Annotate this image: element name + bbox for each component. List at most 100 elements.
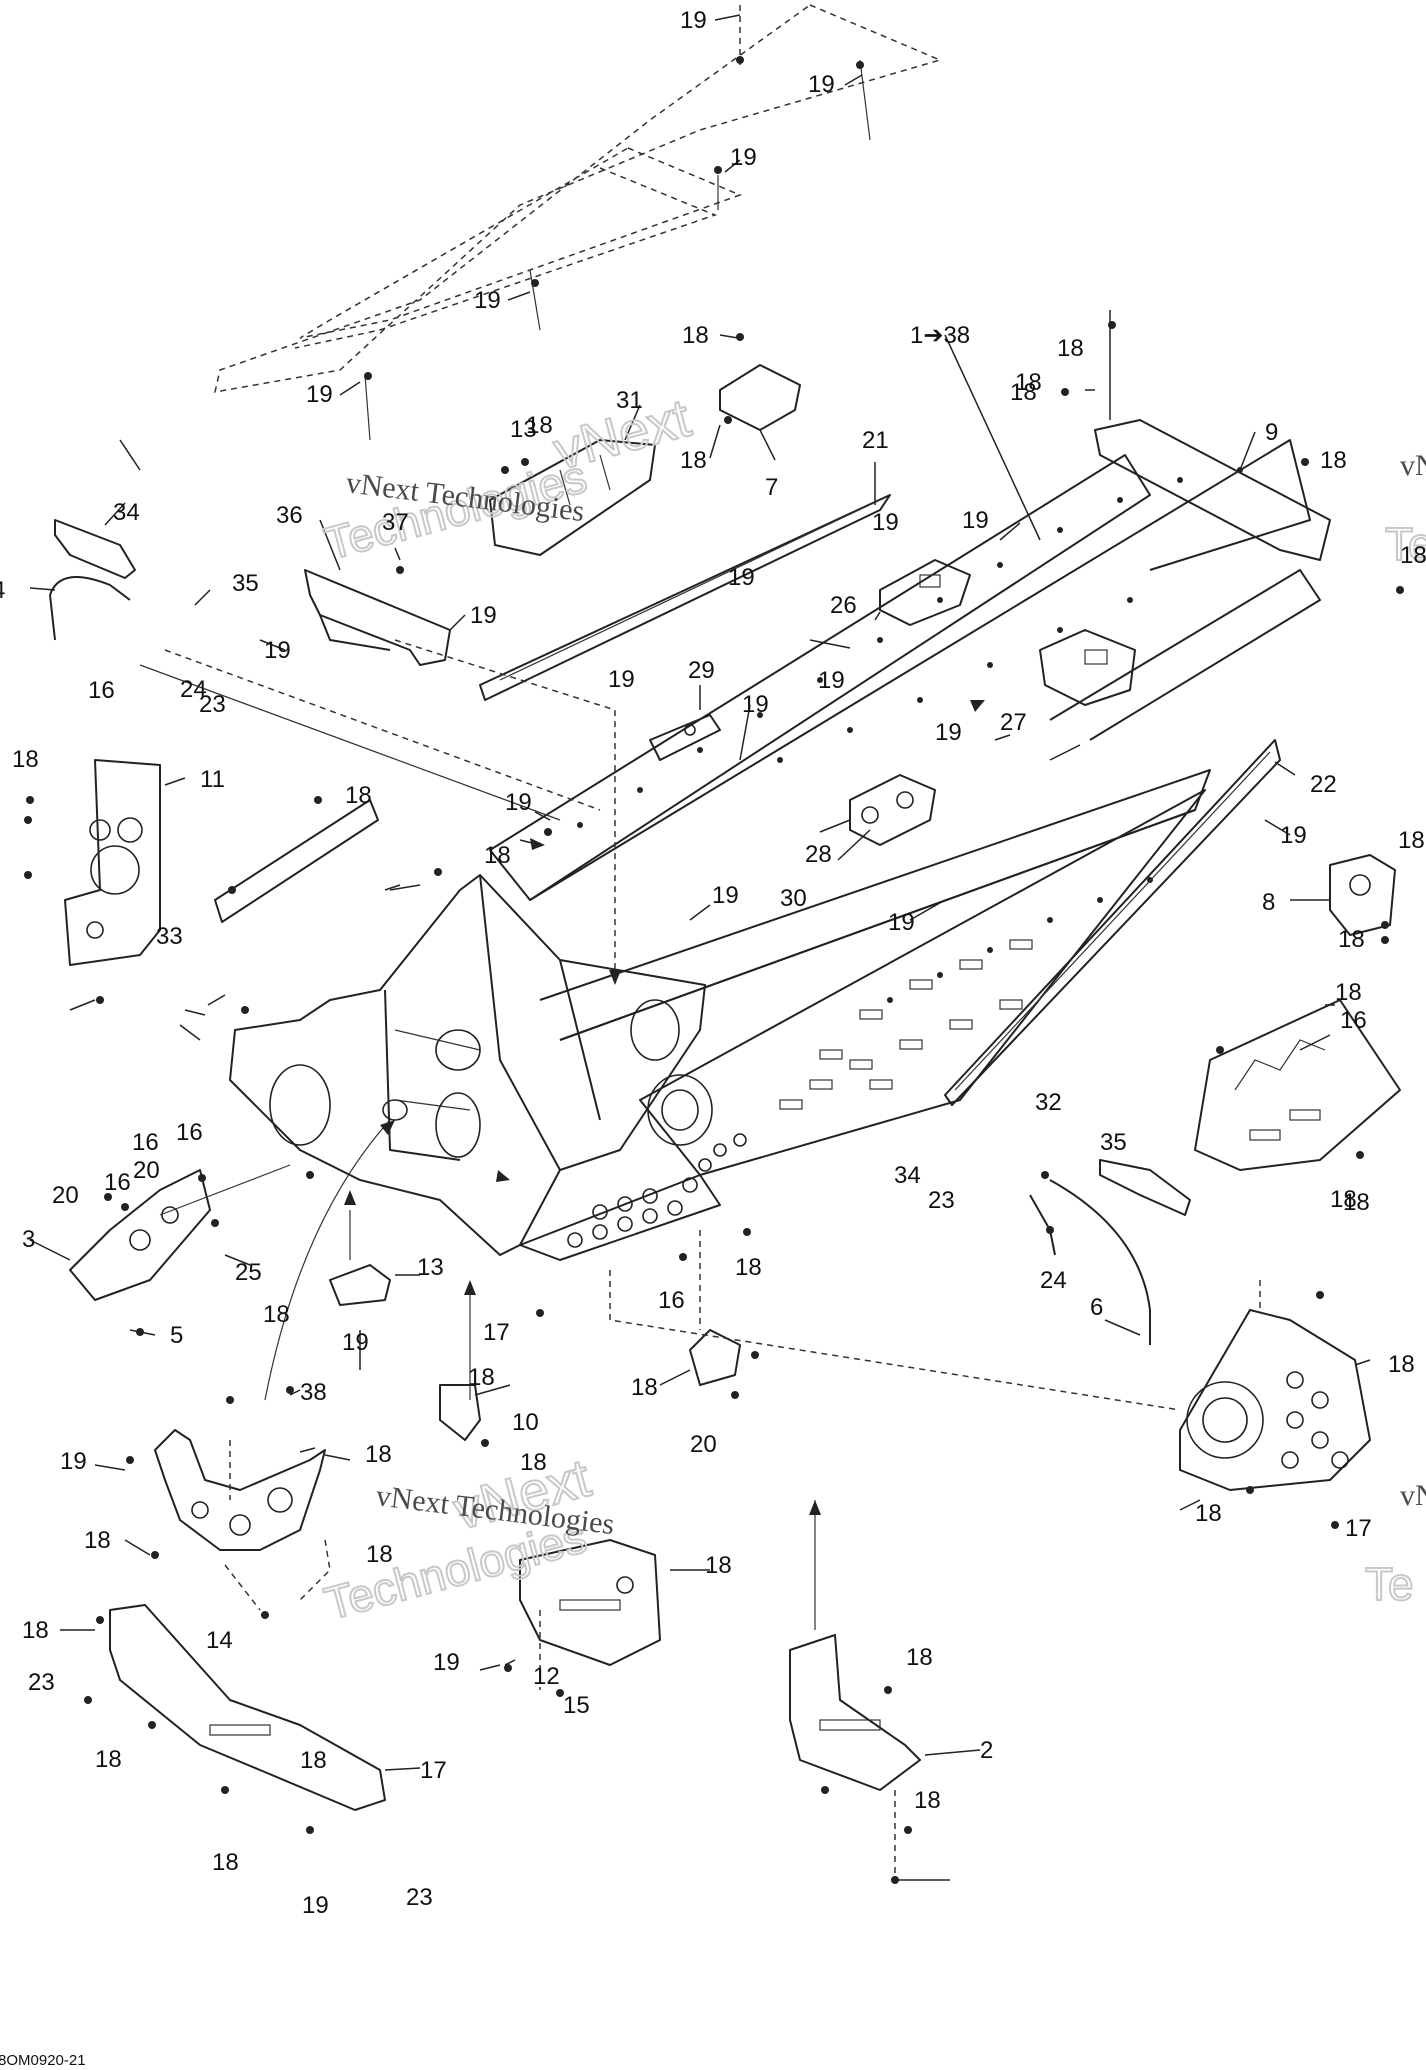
- handle-34-top: [54, 519, 136, 579]
- callout-20: 16: [88, 677, 115, 704]
- rail-strip-22: [944, 739, 1281, 1106]
- callout-2: 19: [808, 71, 835, 98]
- callout-47: 18: [345, 782, 372, 809]
- watermark-edge-right-1: vN: [1400, 449, 1426, 482]
- tunnel-rivets: [577, 467, 1243, 1003]
- callout-104: 18: [300, 1747, 327, 1774]
- callout-26: 18: [1010, 379, 1037, 406]
- callout-15: 36: [276, 502, 303, 529]
- callout-21: 24: [180, 676, 207, 703]
- callout-25: 18: [1057, 335, 1084, 362]
- rail-strip-21: [479, 494, 891, 701]
- callout-88: 18: [366, 1541, 393, 1568]
- callout-58: 35: [1100, 1129, 1127, 1156]
- callout-35: 19: [935, 719, 962, 746]
- callout-53: 8: [1262, 889, 1275, 916]
- skid-plate-holes: [567, 1133, 747, 1248]
- callout-16: 34: [113, 499, 140, 526]
- guard-13: [329, 1264, 391, 1306]
- callout-32: 19: [728, 564, 755, 591]
- callout-13: 21: [862, 427, 889, 454]
- callout-105: 18: [212, 1849, 239, 1876]
- callout-3: 19: [730, 144, 757, 171]
- callout-54: 18: [1338, 926, 1365, 953]
- callout-91: 12: [533, 1663, 560, 1690]
- callout-5: 19: [306, 381, 333, 408]
- plate-29: [649, 714, 721, 761]
- fasteners: [24, 56, 1404, 1884]
- callout-67: 20: [52, 1182, 79, 1209]
- callout-65: 20: [133, 1157, 160, 1184]
- callout-76: 17: [483, 1319, 510, 1346]
- bracket-10: [154, 1429, 326, 1551]
- assembly-lines: [139, 639, 1261, 1880]
- callout-107: 23: [406, 1884, 433, 1911]
- callout-46: 19: [505, 789, 532, 816]
- callout-61: 24: [1040, 1267, 1067, 1294]
- bracket-6: [689, 1329, 741, 1386]
- callout-22: 23: [199, 691, 226, 718]
- callout-64: 16: [132, 1129, 159, 1156]
- callout-41: 19: [1280, 822, 1307, 849]
- callout-63: 18: [1343, 1189, 1370, 1216]
- plate-30: [849, 774, 936, 846]
- callout-77: 5: [170, 1322, 183, 1349]
- callout-49: 19: [712, 882, 739, 909]
- callout-103: 17: [420, 1757, 447, 1784]
- bracket-36: [304, 569, 451, 666]
- callout-10: 31: [616, 387, 643, 414]
- callout-30: 19: [962, 507, 989, 534]
- handle-34-bottom: [1099, 1159, 1191, 1216]
- plate-11: [64, 759, 161, 966]
- callout-83: 10: [512, 1409, 539, 1436]
- bracket-31: [489, 439, 656, 556]
- watermark-edge-right-4: Te: [1365, 1558, 1414, 1610]
- callout-44: 18: [12, 746, 39, 773]
- callout-8: 18: [680, 447, 707, 474]
- callout-56: 18: [1330, 1186, 1357, 1213]
- callout-34: 19: [818, 667, 845, 694]
- callout-98: 19: [433, 1649, 460, 1676]
- arrowheads: [344, 700, 985, 1515]
- callout-9: 7: [765, 474, 778, 501]
- callout-84: 18: [365, 1441, 392, 1468]
- callout-39: 19: [742, 691, 769, 718]
- plate-27: [1039, 629, 1136, 706]
- callout-87: 18: [84, 1527, 111, 1554]
- callout-57: 32: [1035, 1089, 1062, 1116]
- callout-52: 19: [888, 909, 915, 936]
- callout-86: 18: [520, 1449, 547, 1476]
- callout-62: 16: [1340, 1007, 1367, 1034]
- callout-75: 18: [735, 1254, 762, 1281]
- callout-55: 18: [1335, 979, 1362, 1006]
- callout-18: 19: [470, 602, 497, 629]
- callout-80: 20: [690, 1431, 717, 1458]
- callout-71: 18: [263, 1301, 290, 1328]
- callout-66: 16: [176, 1119, 203, 1146]
- callout-69: 3: [22, 1226, 35, 1253]
- callout-82: 18: [468, 1364, 495, 1391]
- callout-73: 19: [342, 1329, 369, 1356]
- callout-95: 18: [22, 1617, 49, 1644]
- callout-17: 35: [232, 570, 259, 597]
- callout-33: 26: [830, 592, 857, 619]
- callout-27: 9: [1265, 419, 1278, 446]
- callout-72: 13: [417, 1254, 444, 1281]
- bar-33: [214, 799, 379, 923]
- callout-4: 19: [474, 287, 501, 314]
- callout-51: 30: [780, 885, 807, 912]
- callout-38: 19: [608, 666, 635, 693]
- callout-45: 33: [156, 923, 183, 950]
- tunnel-top-panel: [214, 4, 943, 441]
- watermark-edge-right-2: Te: [1385, 518, 1426, 570]
- callout-43: 11: [200, 766, 225, 793]
- callout-29: 18: [1400, 542, 1426, 569]
- callout-97: 18: [95, 1746, 122, 1773]
- callout-90: 18: [705, 1552, 732, 1579]
- callout-60: 23: [928, 1187, 955, 1214]
- bracket-3: [69, 1169, 211, 1301]
- callout-42: 18: [1398, 827, 1425, 854]
- callout-11: 18: [526, 412, 553, 439]
